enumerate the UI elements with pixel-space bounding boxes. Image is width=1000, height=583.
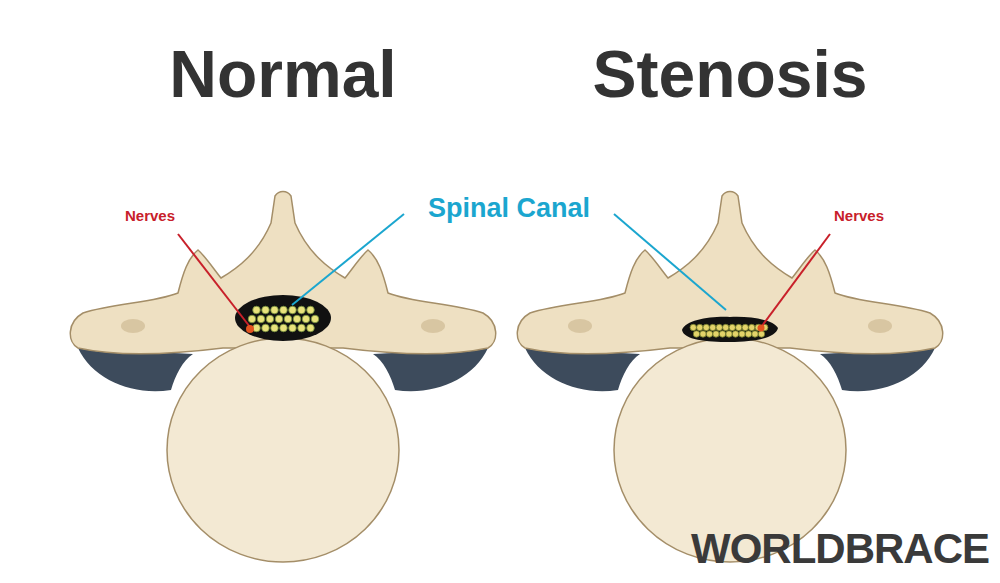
nerve-fiber [716, 324, 722, 330]
nerve-fiber [758, 331, 764, 337]
nerve-fiber [298, 306, 306, 314]
nerve-fiber [736, 324, 742, 330]
heading: Normal [169, 38, 396, 111]
nerve-fiber [289, 306, 297, 314]
nerve-fiber [739, 331, 745, 337]
nerve-fiber [732, 331, 738, 337]
nerve-fiber [271, 324, 279, 332]
stenosis-vertebra [517, 192, 942, 563]
nerve-fiber [700, 331, 706, 337]
narrowed-spinal-canal [682, 317, 778, 342]
nerve-fiber [248, 315, 256, 323]
nerve-dot [246, 325, 254, 333]
nerve-fiber [257, 315, 265, 323]
nerve-fiber [271, 306, 279, 314]
nerve-fiber [253, 306, 261, 314]
nerve-fiber [742, 324, 748, 330]
nerve-fiber [307, 306, 315, 314]
nerve-fiber [262, 306, 270, 314]
nerve-fiber [745, 331, 751, 337]
nerve-fiber [284, 315, 292, 323]
shading [868, 319, 892, 333]
nerve-fiber [710, 324, 716, 330]
vertebral-body [167, 338, 399, 562]
callout-label: Nerves [834, 208, 884, 225]
nerve-fiber [723, 324, 729, 330]
watermark: WORLDBRACE [691, 526, 989, 572]
leader-line [762, 234, 830, 326]
nerve-fiber [311, 315, 319, 323]
nerve-fiber [729, 324, 735, 330]
spinal-canal [235, 295, 331, 341]
nerve-fiber [690, 324, 696, 330]
shading [421, 319, 445, 333]
nerve-fiber [703, 324, 709, 330]
nerve-fiber [307, 324, 315, 332]
nerve-fiber [752, 331, 758, 337]
nerve-fiber [302, 315, 310, 323]
nerve-fiber [289, 324, 297, 332]
leader-line [178, 234, 250, 327]
nerve-fiber [726, 331, 732, 337]
nerve-fiber [262, 324, 270, 332]
nerve-fiber [298, 324, 306, 332]
nerve-fiber [697, 324, 703, 330]
nerve-fiber [706, 331, 712, 337]
nerve-fiber [719, 331, 725, 337]
nerve-bundle [248, 306, 319, 332]
leader-line [292, 214, 404, 305]
normal-vertebra [70, 192, 495, 563]
heading: Stenosis [592, 38, 867, 111]
nerve-bundle [690, 324, 768, 337]
shading [568, 319, 592, 333]
leader-line [614, 214, 726, 310]
shading [121, 319, 145, 333]
nerve-fiber [266, 315, 274, 323]
nerve-fiber [293, 315, 301, 323]
callout-label: Spinal Canal [428, 194, 590, 224]
callout-label: Nerves [125, 208, 175, 225]
nerve-fiber [749, 324, 755, 330]
nerve-fiber [693, 331, 699, 337]
nerve-fiber [713, 331, 719, 337]
nerve-dot [758, 325, 765, 332]
nerve-fiber [280, 324, 288, 332]
nerve-fiber [275, 315, 283, 323]
nerve-fiber [280, 306, 288, 314]
